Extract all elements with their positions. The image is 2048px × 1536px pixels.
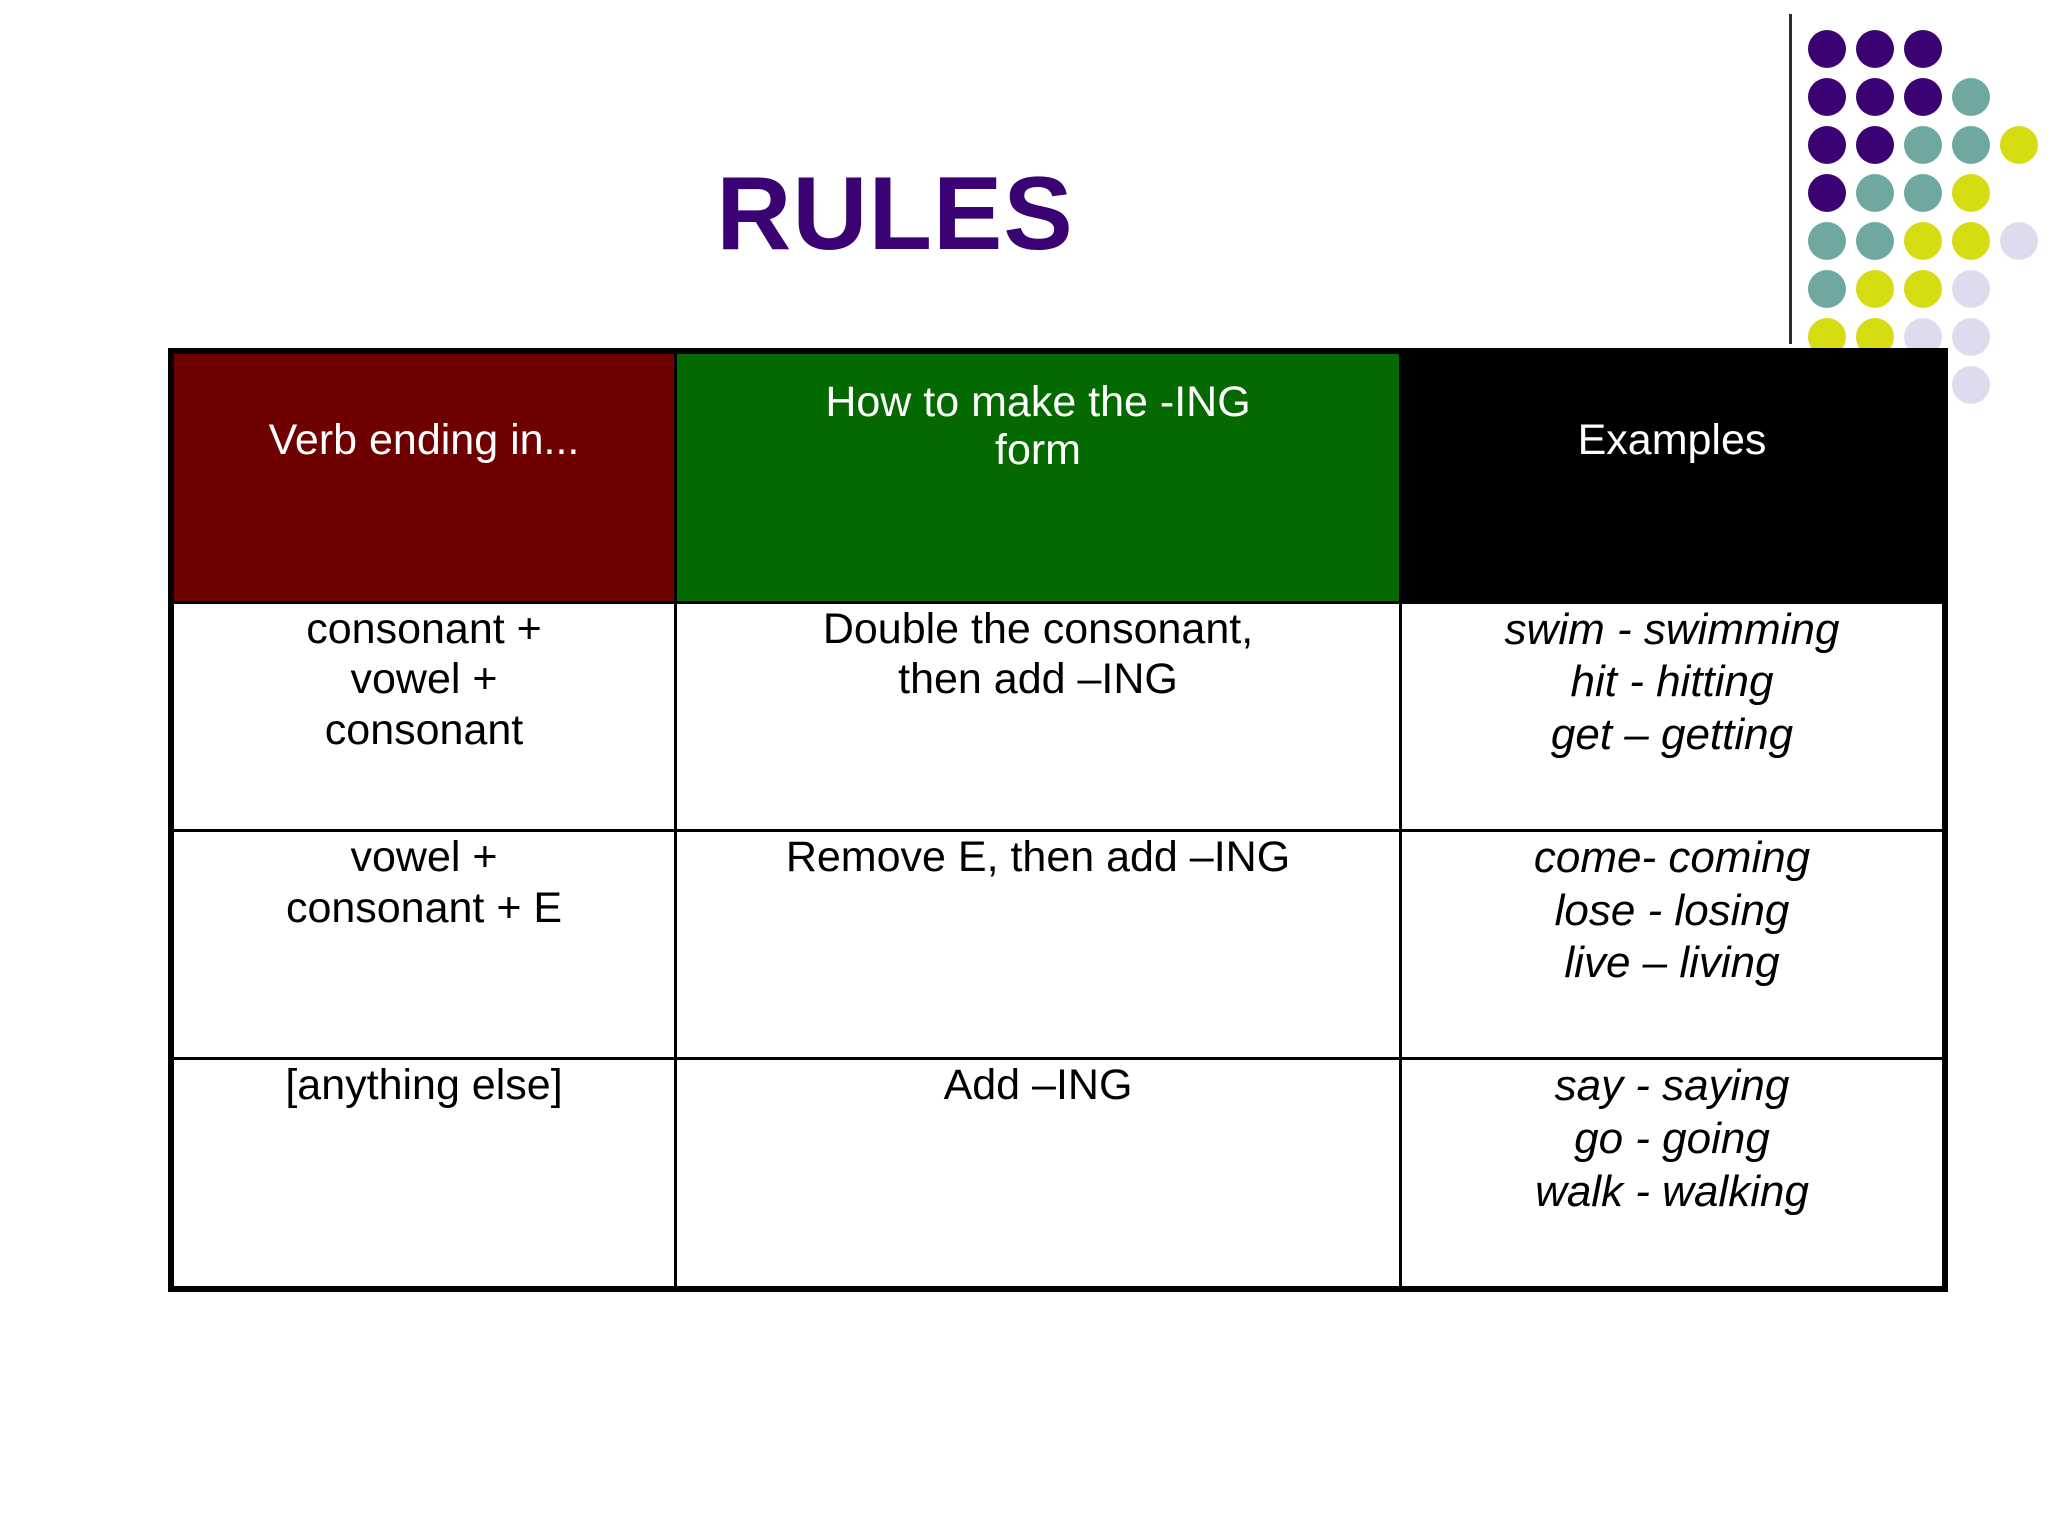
logo-dot-purple: [1856, 78, 1894, 116]
text-line: consonant: [324, 706, 524, 755]
text-line: live – living: [1564, 938, 1780, 988]
text-line: consonant +: [306, 604, 542, 653]
logo-dot-purple: [1856, 126, 1894, 164]
logo-dot-yellow: [1904, 222, 1942, 260]
text-line: Double the consonant,: [822, 604, 1254, 653]
logo-dot-purple: [1904, 30, 1942, 68]
text-line: go - going: [1574, 1113, 1770, 1163]
cell-how-rule-1: Double the consonant,then add –ING: [674, 600, 1402, 832]
logo-dot-teal: [1952, 126, 1990, 164]
cell-verb-rule-3: [anything else]: [169, 1057, 677, 1291]
logo-dot-yellow: [1904, 270, 1942, 308]
text-line: lose - losing: [1554, 885, 1790, 935]
logo-dot-teal: [1856, 174, 1894, 212]
cell-how-rule-2: Remove E, then add –ING: [674, 828, 1402, 1061]
dot-grid-logo: [1780, 18, 2048, 404]
text-line: vowel +: [350, 655, 498, 704]
logo-dot-lavender: [1952, 318, 1990, 356]
text-line: walk - walking: [1535, 1166, 1809, 1216]
text-line: come- coming: [1533, 832, 1811, 882]
logo-dot-lavender: [1952, 270, 1990, 308]
text-line: [anything else]: [285, 1061, 563, 1110]
text-line: form: [995, 426, 1081, 475]
logo-dot-yellow: [1952, 174, 1990, 212]
logo-dot-purple: [1808, 126, 1846, 164]
text-line: then add –ING: [898, 655, 1178, 704]
text-line: How to make the -ING: [825, 378, 1251, 426]
logo-dot-teal: [1952, 78, 1990, 116]
logo-dot-teal: [1808, 270, 1846, 308]
text-line: consonant + E: [285, 883, 563, 932]
text-line: say - saying: [1554, 1061, 1790, 1111]
logo-dot-purple: [1904, 78, 1942, 116]
text-line: hit - hitting: [1570, 657, 1774, 707]
logo-dot-yellow: [1856, 270, 1894, 308]
logo-dot-purple: [1808, 174, 1846, 212]
logo-dot-yellow: [1952, 222, 1990, 260]
header-examples-text: Examples: [1402, 354, 1942, 527]
logo-dot-teal: [1904, 174, 1942, 212]
text-line: swim - swimming: [1504, 604, 1840, 654]
text-line: Verb ending in...: [268, 416, 580, 465]
logo-dot-teal: [1904, 126, 1942, 164]
logo-dot-lavender: [2000, 222, 2038, 260]
text-line: get – getting: [1550, 710, 1794, 760]
cell-verb-rule-2: vowel +consonant + E: [169, 828, 677, 1061]
logo-dot-purple: [1808, 78, 1846, 116]
logo-dot-teal: [1808, 222, 1846, 260]
header-cell-verb-ending: Verb ending in...: [169, 349, 677, 604]
logo-dot-purple: [1856, 30, 1894, 68]
cell-how-rule-3: Add –ING: [674, 1057, 1402, 1291]
cell-verb-rule-1: consonant +vowel +consonant: [169, 600, 677, 832]
logo-dot-purple: [1808, 30, 1846, 68]
logo-dot-teal: [1856, 222, 1894, 260]
header-cell-examples: Examples: [1399, 349, 1947, 604]
logo-dot-yellow: [2000, 126, 2038, 164]
text-line: Examples: [1577, 416, 1767, 465]
text-line: Add –ING: [943, 1061, 1133, 1110]
logo-divider-line: [1789, 14, 1792, 344]
text-line: Remove E, then add –ING: [785, 832, 1291, 881]
text-line: vowel +: [350, 832, 498, 881]
page-title: RULES: [716, 156, 1074, 272]
table-row: consonant +vowel +consonant Double the c…: [169, 600, 1947, 832]
table-row: vowel +consonant + E Remove E, then add …: [169, 828, 1947, 1061]
logo-dot-lavender: [1952, 366, 1990, 404]
header-verb-text: Verb ending in...: [174, 354, 674, 527]
